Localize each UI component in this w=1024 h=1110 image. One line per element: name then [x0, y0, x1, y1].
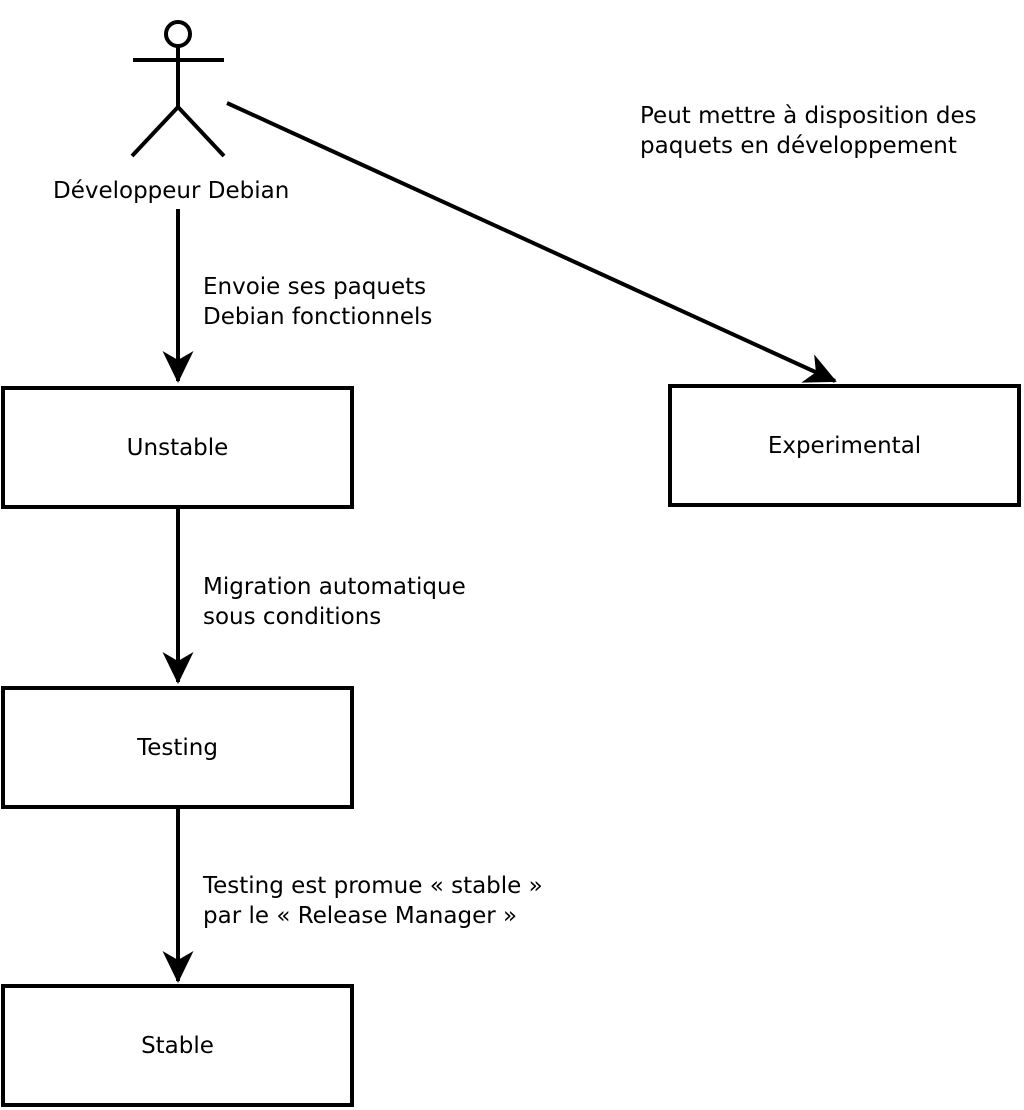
node-experimental: Experimental [668, 384, 1021, 507]
actor-legs [130, 104, 226, 158]
node-stable-label: Stable [141, 1032, 214, 1059]
edge-label-line: Peut mettre à disposition des [640, 103, 977, 129]
edge-label-line: paquets en développement [640, 133, 957, 159]
edge-label-to-unstable: Envoie ses paquets Debian fonctionnels [203, 272, 432, 332]
edge-label-to-experimental: Peut mettre à disposition des paquets en… [640, 101, 977, 161]
edge-label-to-stable: Testing est promue « stable » par le « R… [203, 871, 543, 931]
edge-label-line: sous conditions [203, 604, 382, 630]
edge-label-to-testing: Migration automatique sous conditions [203, 572, 466, 632]
node-testing: Testing [1, 686, 354, 809]
edge-label-line: par le « Release Manager » [203, 903, 518, 929]
arrow-developer-to-experimental [226, 101, 837, 383]
node-testing-label: Testing [137, 734, 218, 761]
actor-label: Développeur Debian [53, 178, 290, 204]
edge-label-line: Envoie ses paquets [203, 274, 427, 300]
edge-label-line: Testing est promue « stable » [203, 873, 543, 899]
actor-head [164, 20, 192, 48]
stick-figure-icon [130, 20, 226, 158]
edge-label-line: Debian fonctionnels [203, 304, 433, 330]
node-unstable: Unstable [1, 386, 354, 509]
edge-label-line: Migration automatique [203, 574, 466, 600]
node-unstable-label: Unstable [126, 434, 229, 461]
node-stable: Stable [1, 984, 354, 1107]
node-experimental-label: Experimental [767, 432, 922, 459]
